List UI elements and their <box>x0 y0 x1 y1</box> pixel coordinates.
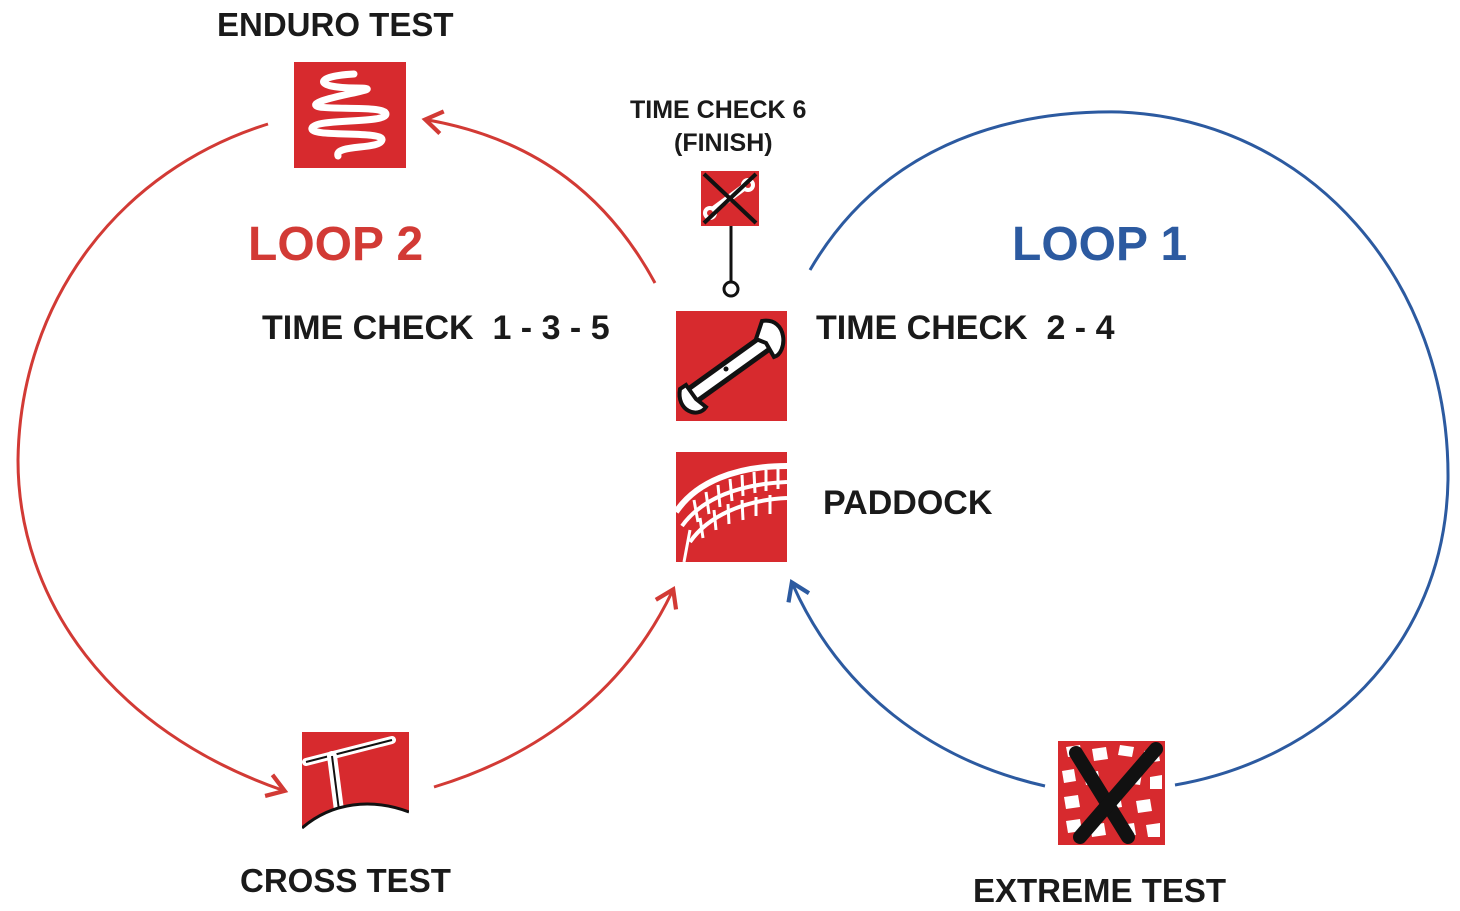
time-check-left-label: TIME CHECK 1 - 3 - 5 <box>262 309 610 347</box>
finish-connector-node <box>722 280 740 298</box>
loop2-path-enduro-to-cross <box>16 122 289 798</box>
loop1-path-extreme-to-center <box>786 578 1046 788</box>
extreme-test-label: EXTREME TEST <box>973 872 1227 909</box>
cross-test-icon <box>302 732 409 839</box>
enduro-test-label: ENDURO TEST <box>217 6 454 43</box>
wrench-icon <box>676 311 787 421</box>
cross-test-label: CROSS TEST <box>240 862 451 899</box>
time-check-finish-label-line2: (FINISH) <box>674 129 773 157</box>
loop2-path-cross-to-center <box>433 586 679 789</box>
time-check-finish-label-line1: TIME CHECK 6 <box>630 96 807 124</box>
loop2-path-center-to-enduro <box>421 109 657 284</box>
extreme-test-icon <box>1058 741 1165 845</box>
loop1-label: LOOP 1 <box>1012 218 1187 271</box>
loop2-label: LOOP 2 <box>248 218 423 271</box>
wrench-crossed-icon <box>701 171 759 226</box>
loop1-path-center-to-extreme <box>808 110 1450 787</box>
paddock-icon <box>676 452 787 562</box>
time-check-right-label: TIME CHECK 2 - 4 <box>816 309 1115 347</box>
enduro-squiggle-icon <box>294 62 406 168</box>
paddock-label: PADDOCK <box>823 484 993 522</box>
